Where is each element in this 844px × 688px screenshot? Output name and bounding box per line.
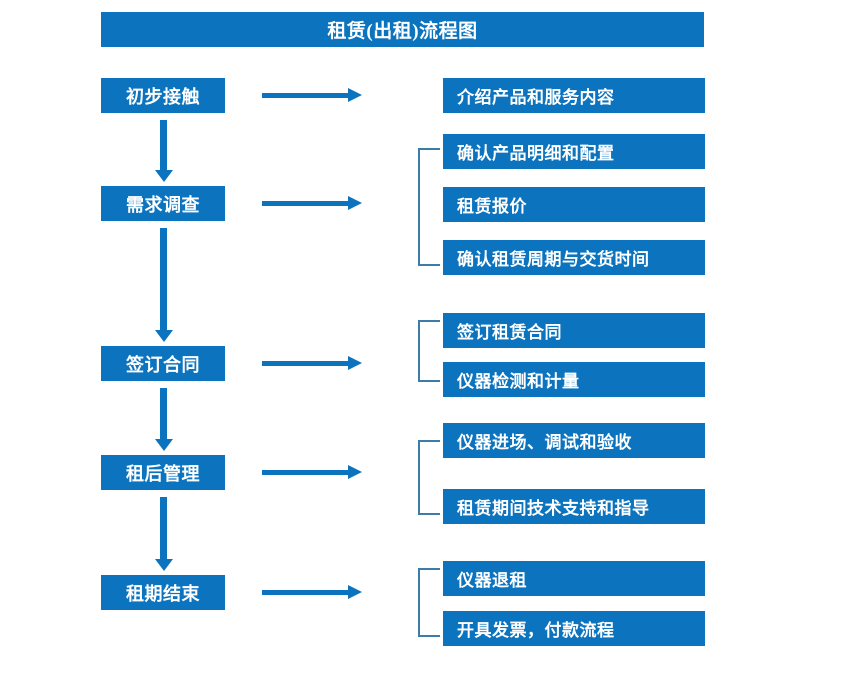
arrow-shaft — [160, 388, 167, 439]
detail-box-6[interactable]: 仪器检测和计量 — [443, 362, 705, 397]
vertical-arrow-2 — [155, 228, 173, 342]
arrow-shaft — [262, 361, 350, 366]
group-bracket-3 — [418, 440, 440, 515]
horizontal-arrow-5 — [262, 585, 362, 599]
group-bracket-1 — [418, 148, 440, 266]
vertical-arrow-1 — [155, 120, 173, 182]
detail-box-2[interactable]: 确认产品明细和配置 — [443, 134, 705, 169]
arrow-head — [155, 170, 173, 182]
arrow-head — [348, 465, 362, 479]
group-bracket-2 — [418, 320, 440, 382]
stage-box-1[interactable]: 初步接触 — [101, 78, 225, 113]
detail-box-1[interactable]: 介绍产品和服务内容 — [443, 78, 705, 113]
horizontal-arrow-2 — [262, 196, 362, 210]
stage-box-2[interactable]: 需求调查 — [101, 186, 225, 221]
arrow-head — [155, 439, 173, 451]
arrow-shaft — [160, 228, 167, 330]
arrow-shaft — [262, 93, 350, 98]
stage-box-4[interactable]: 租后管理 — [101, 455, 225, 490]
arrow-head — [348, 585, 362, 599]
arrow-shaft — [262, 590, 350, 595]
arrow-head — [348, 196, 362, 210]
detail-box-10[interactable]: 开具发票，付款流程 — [443, 611, 705, 646]
horizontal-arrow-3 — [262, 356, 362, 370]
stage-box-3[interactable]: 签订合同 — [101, 346, 225, 381]
detail-box-8[interactable]: 租赁期间技术支持和指导 — [443, 489, 705, 524]
arrow-shaft — [262, 201, 350, 206]
group-bracket-4 — [418, 568, 440, 637]
detail-box-4[interactable]: 确认租赁周期与交货时间 — [443, 240, 705, 275]
arrow-shaft — [160, 120, 167, 170]
detail-box-5[interactable]: 签订租赁合同 — [443, 313, 705, 348]
arrow-shaft — [262, 470, 350, 475]
horizontal-arrow-4 — [262, 465, 362, 479]
vertical-arrow-3 — [155, 388, 173, 451]
arrow-head — [348, 88, 362, 102]
horizontal-arrow-1 — [262, 88, 362, 102]
vertical-arrow-4 — [155, 497, 173, 571]
arrow-head — [155, 559, 173, 571]
arrow-shaft — [160, 497, 167, 559]
arrow-head — [155, 330, 173, 342]
arrow-head — [348, 356, 362, 370]
stage-box-5[interactable]: 租期结束 — [101, 575, 225, 610]
detail-box-7[interactable]: 仪器进场、调试和验收 — [443, 423, 705, 458]
flowchart-title: 租赁(出租)流程图 — [101, 12, 704, 47]
detail-box-3[interactable]: 租赁报价 — [443, 187, 705, 222]
detail-box-9[interactable]: 仪器退租 — [443, 561, 705, 596]
